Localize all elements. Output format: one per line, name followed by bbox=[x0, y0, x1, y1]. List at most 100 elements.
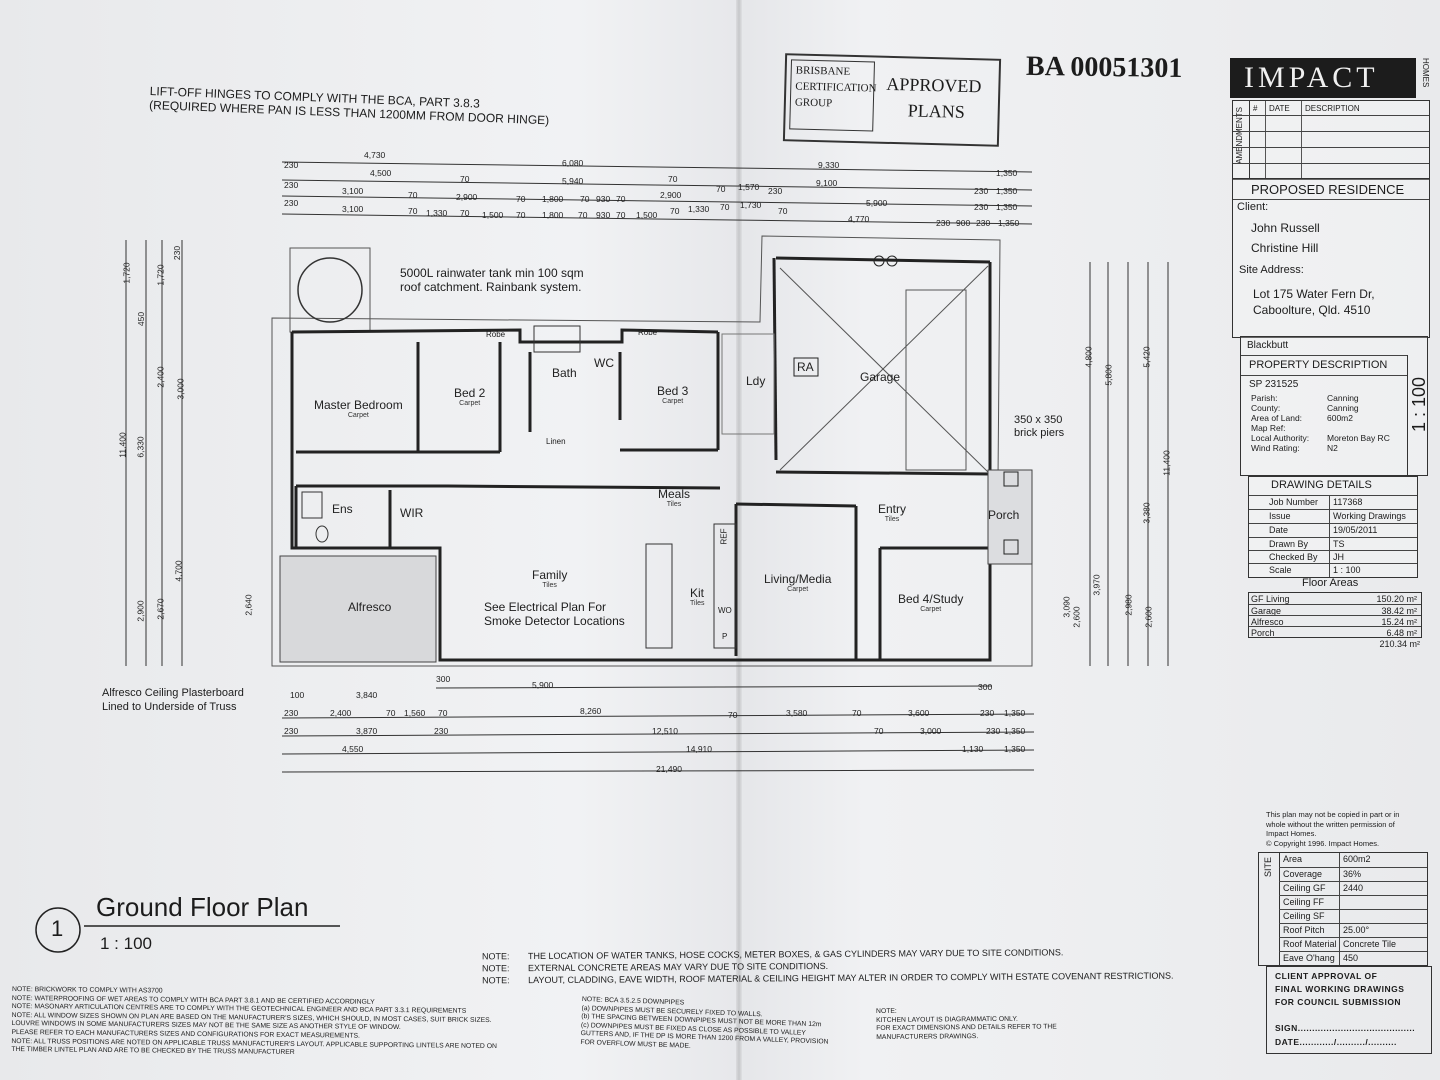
dim-label: 3,580 bbox=[786, 708, 808, 718]
dim-label: 1,350 bbox=[1004, 744, 1026, 754]
piers-note-line2: brick piers bbox=[1014, 427, 1065, 439]
dim-label: 1,730 bbox=[740, 200, 762, 210]
dim-label: 2,900 bbox=[135, 600, 146, 622]
dim-label: 230 bbox=[284, 180, 299, 190]
dim-label: 1,800 bbox=[542, 194, 564, 204]
area-key: GF Living bbox=[1251, 594, 1290, 604]
brick-pier bbox=[1003, 539, 1019, 555]
room-finish: Carpet bbox=[787, 586, 809, 593]
dim-label: 3,000 bbox=[920, 726, 942, 736]
dim-label: 4,550 bbox=[342, 744, 364, 754]
dim-label: 5,900 bbox=[866, 198, 888, 208]
dim-label: 2,900 bbox=[660, 190, 682, 200]
alfresco-ceiling-note: Alfresco Ceiling Plasterboard Lined to U… bbox=[102, 686, 244, 714]
dimension-lines bbox=[125, 161, 1169, 773]
dim-label: 5,420 bbox=[1141, 346, 1152, 368]
approval-line1: CLIENT APPROVAL OF bbox=[1275, 971, 1378, 981]
area-key: Porch bbox=[1251, 628, 1275, 638]
dim-label: 1,500 bbox=[636, 210, 658, 220]
downpipe-notes: NOTE: BCA 3.5.2.5 DOWNPIPES (a) DOWNPIPE… bbox=[580, 996, 830, 1056]
amend-col-date: DATE bbox=[1269, 104, 1290, 113]
kitchen-bench bbox=[713, 523, 737, 649]
room-robe: Robe bbox=[486, 330, 506, 339]
property-key: Parish: bbox=[1251, 393, 1278, 403]
site-value: Concrete Tile bbox=[1343, 939, 1397, 949]
room-name: Living/Media bbox=[764, 572, 832, 586]
note-text: EXTERNAL CONCRETE AREAS MAY VARY DUE TO … bbox=[527, 960, 829, 974]
dim-label: 300 bbox=[436, 674, 451, 684]
site-key: Roof Material bbox=[1283, 939, 1337, 949]
dim-label: 70 bbox=[386, 708, 396, 718]
dim-label: 1,800 bbox=[542, 210, 564, 220]
room-name: Bed 3 bbox=[657, 384, 689, 398]
piers-note: 350 x 350 brick piers bbox=[1014, 414, 1064, 440]
site-value: 450 bbox=[1343, 953, 1359, 963]
dim-label: 70 bbox=[438, 708, 448, 718]
dim-label: 4,800 bbox=[1083, 346, 1094, 368]
kitchen-pantry: P bbox=[722, 632, 728, 641]
room-garage: Garage bbox=[860, 370, 901, 384]
room-bath: Bath bbox=[552, 366, 577, 380]
dim-label: 1,350 bbox=[1004, 726, 1026, 736]
property-title: PROPERTY DESCRIPTION bbox=[1249, 359, 1388, 371]
detail-key: Job Number bbox=[1269, 497, 1319, 507]
dim-label: 230 bbox=[284, 198, 299, 208]
room-finish: Tiles bbox=[666, 501, 682, 508]
dim-label: 1,570 bbox=[738, 182, 760, 192]
dim-label: 2,640 bbox=[243, 594, 254, 616]
detail-key: Drawn By bbox=[1269, 539, 1309, 549]
detail-key: Checked By bbox=[1269, 552, 1318, 562]
plan-number-circle bbox=[35, 907, 81, 953]
dim-label: 9,330 bbox=[818, 160, 840, 170]
alfresco-slab bbox=[279, 555, 437, 663]
dim-label: 230 bbox=[284, 160, 299, 170]
date-line: DATE............/........../.......... bbox=[1275, 1037, 1397, 1047]
dim-label: 230 bbox=[976, 218, 991, 228]
site-key: Coverage bbox=[1283, 869, 1323, 879]
dim-label: 70 bbox=[460, 208, 470, 218]
dim-label: 230 bbox=[936, 218, 951, 228]
dim-label: 4,730 bbox=[364, 150, 386, 160]
detail-value: 1 : 100 bbox=[1333, 565, 1361, 575]
floor-plan-drawing bbox=[35, 161, 1169, 953]
dim-label: 230 bbox=[172, 245, 183, 261]
copyright-note: This plan may not be copied in part or i… bbox=[1266, 810, 1426, 848]
hot-water-unit bbox=[873, 255, 885, 267]
construction-notes: NOTE: BRICKWORK TO COMPLY WITH AS3700 NO… bbox=[11, 986, 497, 1060]
approval-line3: FOR COUNCIL SUBMISSION bbox=[1275, 997, 1402, 1007]
room-name: Kit bbox=[690, 586, 705, 600]
room-finish: Carpet bbox=[920, 606, 942, 613]
dim-label: 2,600 bbox=[1071, 606, 1082, 628]
dim-label: 1,350 bbox=[996, 186, 1018, 196]
room-finish: Tiles bbox=[690, 600, 705, 607]
design-name: Blackbutt bbox=[1247, 340, 1289, 351]
project-title: PROPOSED RESIDENCE bbox=[1251, 182, 1405, 197]
kitchen-wall-oven: WO bbox=[718, 606, 732, 615]
dim-label: 70 bbox=[616, 210, 626, 220]
dim-label: 5,900 bbox=[532, 680, 554, 690]
dim-label: 70 bbox=[616, 194, 626, 204]
client-name-2: Christine Hill bbox=[1251, 241, 1319, 255]
dim-label: 2,400 bbox=[155, 366, 166, 388]
note-key: NOTE: bbox=[482, 975, 510, 986]
dim-label: 3,090 bbox=[1061, 596, 1072, 618]
walls bbox=[290, 256, 992, 662]
laundry-tiles bbox=[721, 333, 775, 435]
amend-col-desc: DESCRIPTION bbox=[1305, 104, 1360, 113]
dim-label: 450 bbox=[136, 311, 147, 327]
area-total: 210.34 m² bbox=[1379, 639, 1420, 649]
area-key: Garage bbox=[1251, 606, 1282, 616]
dim-label: 1,720 bbox=[155, 264, 166, 286]
paper-fold bbox=[736, 0, 742, 1080]
site-key: Eave O'hang bbox=[1283, 953, 1335, 963]
dim-label: 70 bbox=[668, 174, 678, 184]
note-key: NOTE: bbox=[481, 963, 510, 974]
dim-label: 70 bbox=[852, 708, 862, 718]
dim-label: 70 bbox=[580, 194, 590, 204]
dim-label: 3,600 bbox=[908, 708, 930, 718]
dim-label: 3,100 bbox=[342, 204, 364, 214]
